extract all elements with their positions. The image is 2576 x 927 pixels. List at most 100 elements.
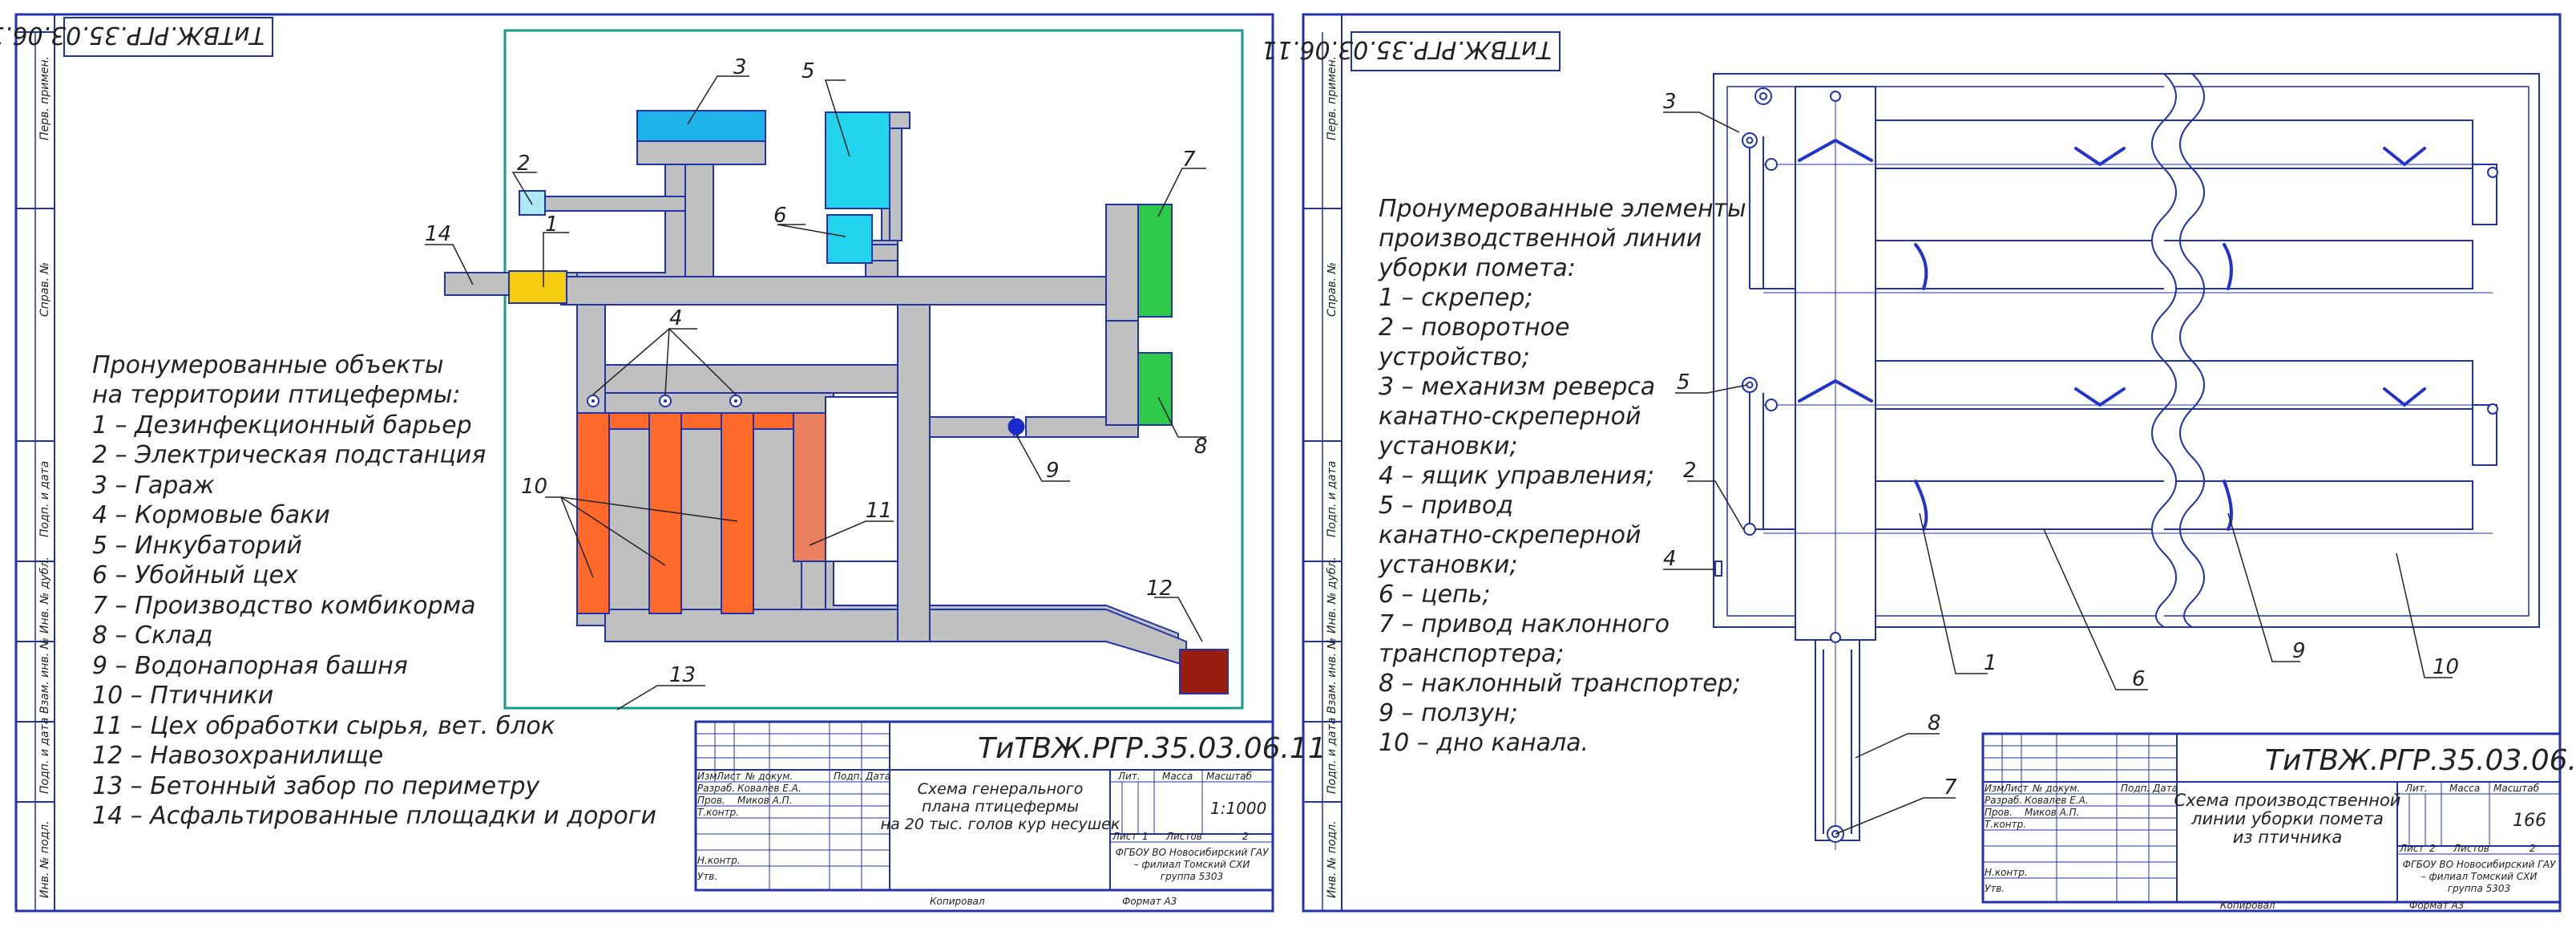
- tb-org: ФГБОУ ВО Новосибирский ГАУ: [1116, 847, 1269, 858]
- legend-item: 14 – Асфальтированные площадки и дороги: [92, 802, 656, 830]
- substation: [519, 190, 546, 216]
- side-label: Взам. инв. №: [38, 638, 51, 714]
- label-9: 9: [1046, 459, 1060, 483]
- label-13: 13: [669, 663, 696, 687]
- side-label: Подп. и дата: [1326, 718, 1338, 794]
- legend-item: 10 – Птичники: [92, 682, 273, 710]
- tb-name: Ковалев Е.А.: [737, 783, 801, 794]
- tb-role: Т.контр.: [1984, 819, 2026, 830]
- sheet2-code: ТиТВЖ.РГР.35.03.06.11: [2265, 744, 2576, 777]
- legend-title: на территории птицефермы:: [92, 381, 461, 409]
- side-label: Подп. и дата: [38, 718, 51, 794]
- tb-sheet-lbl: Лист: [1112, 831, 1137, 842]
- sheet-2: Перв. примен. Справ. № Подп. и дата Инв.…: [1262, 13, 2576, 913]
- tb-lit: Лит.: [2404, 783, 2428, 794]
- side-label: Инв. № подл.: [1326, 820, 1338, 898]
- legend-item: 13 – Бетонный забор по периметру: [92, 772, 541, 800]
- tb-scale-hdr: Масштаб: [1206, 771, 1253, 782]
- tb-org: группа 5303: [2448, 883, 2510, 894]
- legend-item: 6 – Убойный цех: [92, 561, 298, 589]
- legend-title: уборки помета:: [1378, 254, 1576, 282]
- side-label: Инв. № дубл.: [1326, 557, 1338, 634]
- tb-org: – филиал Томский СХИ: [2421, 871, 2538, 882]
- s2-label-10: 10: [2433, 655, 2459, 679]
- tb-role: Т.контр.: [697, 807, 739, 818]
- scrapers: [1798, 138, 2426, 531]
- legend-item: 7 – привод наклонного: [1379, 610, 1670, 638]
- manure-storage: [1179, 649, 1229, 694]
- water-tower: [1007, 418, 1025, 435]
- legend-item: 2 – Электрическая подстанция: [92, 441, 486, 469]
- tb-copied: Копировал: [930, 896, 985, 907]
- legend-item: транспортера;: [1379, 640, 1565, 668]
- tb-sheets-total: 2: [1242, 831, 1249, 842]
- tb-role: Разраб.: [697, 783, 735, 794]
- processing-vet-block: [793, 412, 826, 562]
- sheet1-code: ТиТВЖ.РГР.35.03.06.11: [978, 732, 1326, 765]
- sheet2-code-rotated: ТиТВЖ.РГР.35.03.06.11: [1262, 35, 1552, 63]
- disinfection-barrier: [508, 270, 567, 304]
- side-label: Справ. №: [38, 262, 51, 317]
- legend-item: канатно-скреперной: [1379, 521, 1641, 549]
- legend-item: 5 – Инкубаторий: [92, 532, 302, 560]
- inner-block: [604, 304, 898, 366]
- feed-production: [1137, 204, 1173, 318]
- tb-hdr: Лист: [2003, 783, 2029, 794]
- sheet2-frame: [1302, 13, 2562, 913]
- tb-sheets-lbl: Листов: [2453, 843, 2489, 854]
- label-3: 3: [733, 55, 747, 79]
- tb-sheet-lbl: Лист: [2399, 843, 2425, 854]
- sheet2-title-block-text: ТиТВЖ.РГР.35.03.06.11 Изм Лист № докум. …: [1984, 744, 2576, 911]
- legend-item: установки;: [1378, 432, 1517, 460]
- label-11: 11: [866, 499, 892, 523]
- legend-title: Пронумерованные объекты: [92, 351, 444, 379]
- side-label: Подп. и дата: [38, 461, 51, 537]
- side-label: Инв. № подл.: [38, 820, 51, 898]
- s2-label-4: 4: [1663, 547, 1677, 571]
- legend-item: 2 – поворотное: [1379, 314, 1569, 342]
- legend-item: 7 – Производство комбикорма: [92, 592, 476, 620]
- sheet1-title-block: [694, 720, 1274, 892]
- tb-name: Ковалев Е.А.: [2025, 795, 2089, 806]
- garage: [636, 110, 766, 142]
- label-12: 12: [1146, 577, 1173, 601]
- legend-item: 11 – Цех обработки сырья, вет. блок: [92, 712, 555, 740]
- tb-hdr: Лист: [716, 771, 741, 782]
- legend-title: производственной линии: [1379, 225, 1702, 253]
- entry-road: [444, 272, 510, 296]
- tb-mass: Масса: [2449, 783, 2480, 794]
- legend-item: 5 – привод: [1379, 492, 1513, 520]
- legend-item: 4 – ящик управления;: [1379, 462, 1654, 490]
- tb-hdr: Дата: [2152, 783, 2178, 794]
- label-14: 14: [425, 222, 451, 246]
- leader-lines: [425, 75, 1206, 710]
- legend-item: 8 – наклонный транспортер;: [1379, 670, 1741, 698]
- tb-hdr: № докум.: [745, 771, 793, 782]
- tb-hdr: Дата: [865, 771, 890, 782]
- legend-item: 1 – скрепер;: [1379, 284, 1533, 312]
- sheet-1: Перв. примен. Справ. № Подп. и дата Инв.…: [0, 13, 1326, 913]
- tb-hdr: Подп.: [834, 771, 862, 782]
- tb-org: ФГБОУ ВО Новосибирский ГАУ: [2403, 859, 2556, 870]
- sheet2-title: Схема производственной: [2174, 791, 2401, 810]
- tb-name: Миков А.П.: [2025, 807, 2080, 818]
- sheet1-frame: [14, 13, 1274, 913]
- block-11-area: [825, 396, 898, 562]
- poultry-house: [576, 412, 610, 614]
- tb-hdr: Изм: [1984, 783, 2004, 794]
- sheet1-code-rotated: ТиТВЖ.РГР.35.03.06.11: [0, 21, 264, 49]
- legend-item: 8 – Склад: [92, 621, 213, 650]
- s2-label-2: 2: [1683, 459, 1697, 483]
- legend-item: 9 – ползун;: [1379, 699, 1518, 727]
- sheet2-title-block: [1981, 732, 2562, 904]
- tb-scale-hdr: Масштаб: [2493, 783, 2540, 794]
- legend-item: 12 – Навозохранилище: [92, 742, 383, 770]
- tb-sheet-no: 2: [2429, 843, 2436, 854]
- legend-item: 3 – Гараж: [92, 472, 215, 500]
- sheet1-title: Схема генерального: [918, 780, 1084, 798]
- legend-item: 6 – цепь;: [1379, 581, 1490, 609]
- slaughterhouse: [826, 214, 873, 264]
- perimeter-fence: [503, 29, 1244, 710]
- tb-sheets-total: 2: [2530, 843, 2536, 854]
